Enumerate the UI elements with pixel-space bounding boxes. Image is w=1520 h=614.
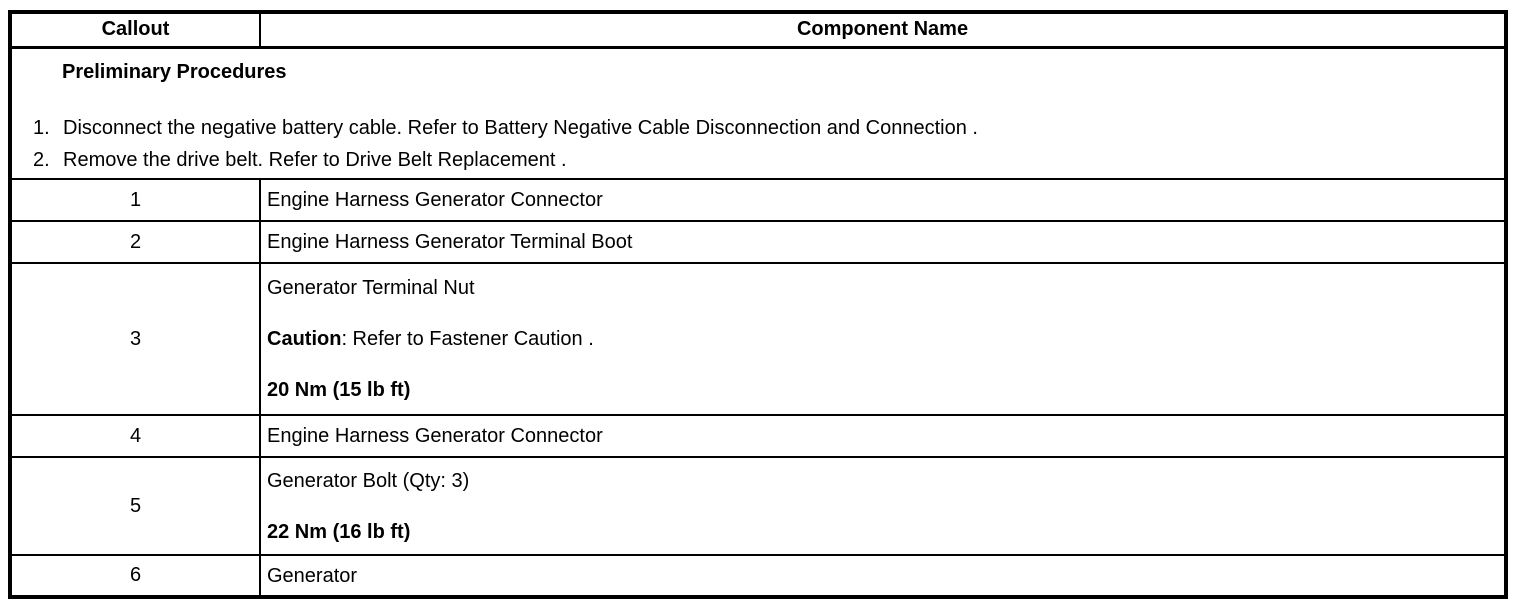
component-name-text: Generator Bolt (Qty: 3)	[267, 469, 470, 492]
callout-column-header: Callout	[9, 11, 261, 49]
preliminary-step-1: 1. Disconnect the negative battery cable…	[12, 112, 1504, 144]
step-number: 1.	[33, 116, 50, 139]
component-name-text: Generator	[267, 564, 358, 587]
caution-text: : Refer to Fastener Caution .	[341, 328, 594, 350]
callout-number: 3	[9, 262, 261, 416]
table-row-callout-2: 2 Engine Harness Generator Terminal Boot	[9, 220, 1507, 264]
table-row-callout-1: 1 Engine Harness Generator Connector	[9, 178, 1507, 222]
component-name-cell: Engine Harness Generator Connector	[259, 178, 1507, 222]
component-name-cell: Generator	[259, 554, 1507, 598]
table-header-row: Callout Component Name	[9, 11, 1507, 49]
component-name-text: Engine Harness Generator Connector	[267, 189, 603, 211]
component-name-cell: Generator Terminal Nut Caution: Refer to…	[259, 262, 1507, 416]
component-name-cell: Generator Bolt (Qty: 3) 22 Nm (16 lb ft)	[259, 456, 1507, 556]
torque-spec: 22 Nm (16 lb ft)	[267, 520, 411, 543]
caution-label: Caution	[267, 328, 342, 350]
preliminary-step-2: 2. Remove the drive belt. Refer to Drive…	[12, 144, 1504, 176]
caution-note: Caution: Refer to Fastener Caution .	[267, 328, 1504, 350]
step-number: 2.	[33, 148, 50, 171]
component-callout-table: Callout Component Name Preliminary Proce…	[8, 10, 1508, 599]
step-text: Disconnect the negative battery cable. R…	[63, 116, 978, 139]
component-name-text: Engine Harness Generator Terminal Boot	[267, 231, 633, 253]
torque-spec: 20 Nm (15 lb ft)	[267, 379, 411, 401]
component-name-cell: Engine Harness Generator Terminal Boot	[259, 220, 1507, 264]
callout-number: 2	[9, 220, 261, 264]
table-row-callout-6: 6 Generator	[9, 554, 1507, 598]
preliminary-procedures-row: Preliminary Procedures 1. Disconnect the…	[9, 46, 1507, 180]
preliminary-steps-list: 1. Disconnect the negative battery cable…	[12, 112, 1504, 176]
table-row-callout-3: 3 Generator Terminal Nut Caution: Refer …	[9, 262, 1507, 416]
callout-number: 1	[9, 178, 261, 222]
preliminary-procedures-title: Preliminary Procedures	[62, 60, 287, 83]
step-text: Remove the drive belt. Refer to Drive Be…	[63, 148, 567, 171]
component-name-cell: Engine Harness Generator Connector	[259, 414, 1507, 458]
component-name-text: Engine Harness Generator Connector	[267, 425, 603, 447]
table-row-callout-5: 5 Generator Bolt (Qty: 3) 22 Nm (16 lb f…	[9, 456, 1507, 556]
table-row-callout-4: 4 Engine Harness Generator Connector	[9, 414, 1507, 458]
callout-number: 4	[9, 414, 261, 458]
component-name-text: Generator Terminal Nut	[267, 277, 475, 299]
callout-number: 5	[9, 456, 261, 556]
component-name-column-header: Component Name	[259, 11, 1507, 49]
preliminary-procedures-cell: Preliminary Procedures 1. Disconnect the…	[9, 46, 1507, 180]
callout-number: 6	[9, 554, 261, 598]
